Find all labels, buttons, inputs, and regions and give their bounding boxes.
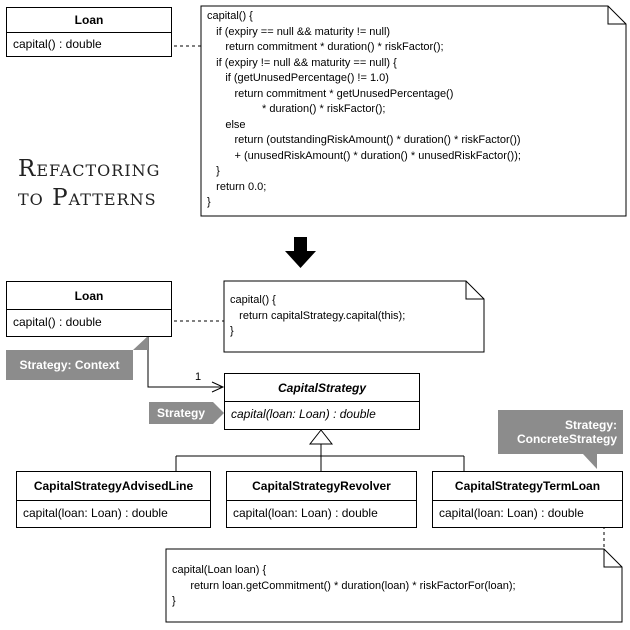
capital-strategy-class-name: CapitalStrategy (225, 374, 419, 402)
revolver-class-name: CapitalStrategyRevolver (227, 472, 416, 501)
logo-line-1: Refactoring (18, 156, 161, 182)
term-loan-code-line: } (172, 595, 176, 607)
capital-strategy-revolver-class: CapitalStrategyRevolver capital(loan: Lo… (226, 471, 417, 528)
top-loan-class-name: Loan (7, 8, 171, 33)
top-code-line: return commitment * duration() * riskFac… (207, 41, 444, 53)
capital-strategy-advised-line-class: CapitalStrategyAdvisedLine capital(loan:… (16, 471, 211, 528)
loan-note-fold (465, 281, 484, 300)
bottom-loan-class: Loan capital() : double (6, 281, 172, 337)
loan-code-line: return capitalStrategy.capital(this); (230, 309, 406, 322)
top-code-line: if (expiry != null && maturity == null) … (207, 56, 397, 69)
revolver-operation: capital(loan: Loan) : double (233, 506, 378, 520)
bottom-loan-class-name: Loan (7, 282, 171, 310)
capital-strategy-term-loan-class: CapitalStrategyTermLoan capital(loan: Lo… (432, 471, 623, 528)
association-line (147, 337, 222, 388)
top-code-line: } (207, 196, 211, 208)
term-loan-class-name: CapitalStrategyTermLoan (433, 472, 622, 501)
loan-code-line: capital() { (230, 294, 276, 306)
top-code-line: + (unusedRiskAmount() * duration() * unu… (207, 149, 521, 162)
top-code-line: * duration() * riskFactor(); (207, 103, 386, 115)
capital-strategy-class: CapitalStrategy capital(loan: Loan) : do… (224, 373, 420, 430)
tag-context-pointer (133, 336, 148, 350)
term-loan-code-note: capital(Loan loan) { return loan.getComm… (172, 563, 516, 610)
tag-strategy-pointer (213, 402, 224, 424)
capital-strategy-operation: capital(loan: Loan) : double (231, 407, 376, 421)
top-code-line: return commitment * getUnusedPercentage(… (207, 87, 454, 100)
tag-strategy: Strategy (149, 402, 213, 424)
advised-line-class-name: CapitalStrategyAdvisedLine (17, 472, 210, 501)
loan-note-frame (223, 280, 485, 353)
termloan-note-fold (603, 549, 622, 568)
association-multiplicity: 1 (195, 371, 202, 383)
top-code-line: return (outstandingRiskAmount() * durati… (207, 134, 521, 146)
term-loan-operation: capital(loan: Loan) : double (439, 506, 584, 520)
top-loan-operation: capital() : double (13, 37, 102, 51)
tag-strategy-context: Strategy: Context (6, 350, 133, 380)
bottom-loan-operation: capital() : double (13, 315, 102, 329)
top-code-line: if (expiry == null && maturity != null) (207, 25, 391, 38)
top-code-line: if (getUnusedPercentage() != 1.0) (207, 72, 389, 84)
top-code-line: } (207, 165, 220, 177)
loan-code-line: } (230, 325, 234, 337)
top-code-line: else (207, 118, 246, 131)
association-arrowhead (211, 381, 225, 393)
transform-arrow (285, 237, 316, 268)
top-code-line: return 0.0; (207, 180, 267, 193)
termloan-note-frame (165, 548, 623, 623)
advised-line-operation: capital(loan: Loan) : double (23, 506, 168, 520)
loan-code-note: capital() { return capitalStrategy.capit… (230, 293, 405, 340)
term-loan-code-line: capital(Loan loan) { (172, 564, 267, 576)
top-code-note: capital() { if (expiry == null && maturi… (207, 9, 521, 211)
top-code-note-frame (200, 5, 627, 217)
tag-concrete-strategy: Strategy: ConcreteStrategy (498, 410, 623, 454)
top-loan-class: Loan capital() : double (6, 7, 172, 57)
logo-line-2: to Patterns (18, 185, 157, 211)
term-loan-code-line: return loan.getCommitment() * duration(l… (172, 579, 516, 592)
tag-concrete-pointer (583, 454, 597, 469)
top-code-line: capital() { (207, 10, 253, 22)
inheritance-triangle (308, 429, 334, 445)
top-code-note-fold (607, 6, 626, 25)
